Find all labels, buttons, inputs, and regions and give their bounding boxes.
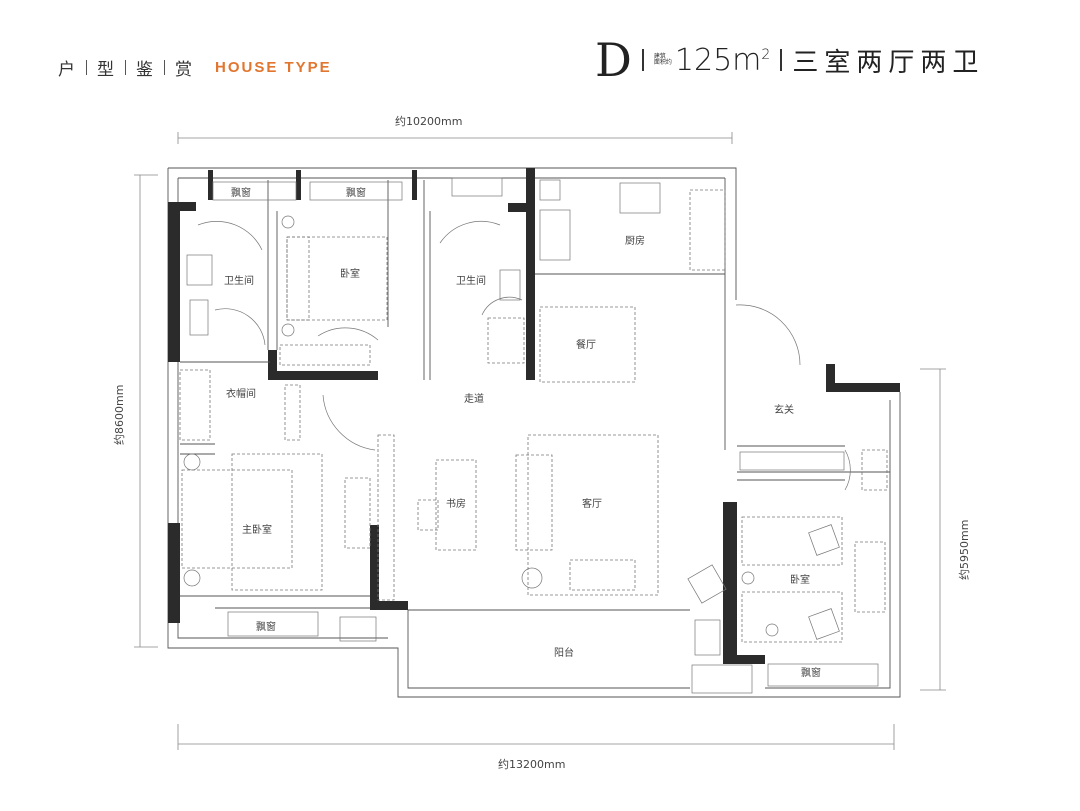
dimension-bottom: 约13200mm <box>498 758 565 771</box>
room-balcony: 阳台 <box>554 646 574 659</box>
title-char-2: 型 <box>97 59 115 80</box>
dimension-right: 约5950mm <box>958 520 971 580</box>
area-label: 建筑 面积约 <box>654 54 672 66</box>
room-bay-window-3: 飘窗 <box>256 620 276 633</box>
title-char-1: 户 <box>58 59 76 80</box>
room-corridor: 走道 <box>464 392 484 405</box>
room-bedroom-2: 卧室 <box>790 573 810 586</box>
room-bathroom-2: 卫生间 <box>456 274 486 287</box>
room-bay-window-2: 飘窗 <box>346 186 366 199</box>
room-study: 书房 <box>446 497 466 510</box>
room-closet: 衣帽间 <box>226 387 256 400</box>
fixtures <box>183 179 840 656</box>
house-type-label: HOUSE TYPE <box>215 58 332 76</box>
room-bay-window-4: 飘窗 <box>801 666 821 679</box>
dimension-lines <box>134 132 946 750</box>
area-value: 125m2 <box>675 43 770 78</box>
type-letter: D <box>595 33 632 87</box>
dimension-top: 约10200mm <box>395 115 462 128</box>
room-master-bedroom: 主卧室 <box>242 523 272 536</box>
title-char-4: 赏 <box>175 59 193 80</box>
title-char-3: 鉴 <box>136 59 154 80</box>
title-separator <box>86 59 87 75</box>
room-bedroom-1: 卧室 <box>340 267 360 280</box>
room-type: 三室两厅两卫 <box>792 47 985 78</box>
area-label-line2: 面积约 <box>653 59 672 66</box>
title-separator <box>125 59 126 75</box>
area-number: 125m <box>674 42 762 78</box>
title-separator <box>164 59 165 75</box>
room-living: 客厅 <box>582 497 602 510</box>
header-right: D 建筑 面积约 125m2 三室两厅两卫 <box>595 34 984 86</box>
type-separator <box>780 49 783 71</box>
area-superscript: 2 <box>761 46 771 63</box>
interior-lines <box>180 178 890 611</box>
windows <box>212 177 879 694</box>
black-walls <box>168 168 900 664</box>
room-bathroom-1: 卫生间 <box>224 274 254 287</box>
furniture <box>179 189 888 643</box>
room-kitchen: 厨房 <box>625 234 645 247</box>
area-label-line1: 建筑 <box>653 53 666 60</box>
type-separator <box>641 49 644 71</box>
room-dining: 餐厅 <box>576 338 596 351</box>
room-entrance: 玄关 <box>774 403 794 416</box>
header-left: 户 型 鉴 赏 HOUSE TYPE <box>58 52 332 82</box>
doors <box>197 221 851 491</box>
room-bay-window-1: 飘窗 <box>231 186 251 199</box>
dimension-left: 约8600mm <box>113 385 126 445</box>
